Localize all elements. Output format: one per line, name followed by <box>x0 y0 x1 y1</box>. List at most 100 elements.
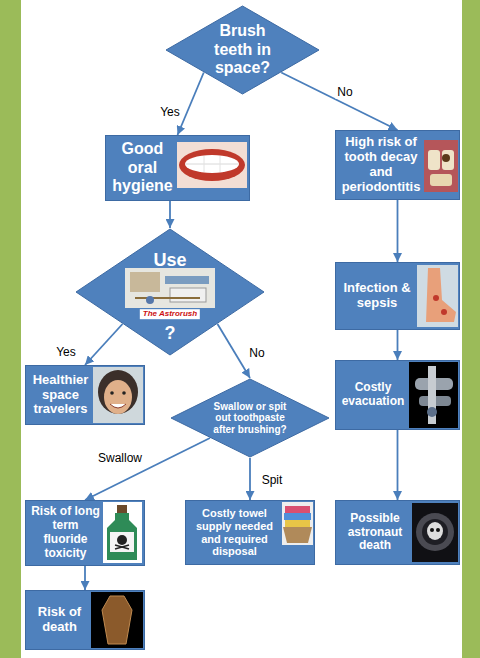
coffin-picture <box>102 596 132 644</box>
process-box: High risk of tooth decay and periodontit… <box>335 130 460 200</box>
tooth-decay-picture <box>428 150 440 170</box>
towel-basket-picture <box>285 506 310 513</box>
flow-arrow <box>85 438 210 500</box>
node-text: Swallow or spit out toothpaste after bru… <box>208 401 292 436</box>
text-group: Infection & sepsis <box>339 281 415 311</box>
process-box: Costly evacuation <box>335 360 460 430</box>
towel-basket-picture <box>283 527 312 543</box>
text-group: Good oral hygiene <box>110 140 175 195</box>
space-station-picture <box>427 407 437 417</box>
diamond-outline <box>166 6 319 94</box>
poison-bottle-picture <box>103 502 142 563</box>
helmet-skull-picture <box>412 503 458 562</box>
flow-arrow <box>397 430 399 500</box>
astronaut-face-picture <box>110 404 126 408</box>
node-text: Costly towel supply needed and required … <box>189 507 280 558</box>
poison-bottle-picture <box>110 532 134 552</box>
flow-arrow <box>85 324 123 365</box>
helmet-skull-picture <box>416 513 454 551</box>
node-text: High risk of tooth decay and periodontit… <box>339 135 423 195</box>
poison-bottle-picture <box>115 545 129 549</box>
astronaut-face-picture <box>93 367 143 423</box>
node-text: Good oral hygiene <box>110 140 175 195</box>
towel-basket-picture <box>282 502 313 545</box>
astrorush-picture <box>125 268 215 308</box>
space-station-picture <box>409 362 458 428</box>
flow-arrow <box>169 201 171 228</box>
astrorush-picture <box>135 297 200 299</box>
node-text: ? <box>125 323 215 344</box>
infection-picture <box>433 295 439 301</box>
teeth-picture <box>186 164 238 165</box>
poison-bottle-picture <box>115 545 129 549</box>
teeth-picture <box>177 142 247 188</box>
diamond-outline <box>76 229 264 355</box>
text-group: Use? <box>125 228 215 356</box>
diamond-outline <box>171 379 329 457</box>
edge-label: Swallow <box>96 451 144 465</box>
teeth-picture <box>177 142 247 188</box>
infection-picture <box>417 265 458 327</box>
node-text: Brush teeth in space? <box>200 22 285 77</box>
astronaut-face-picture <box>110 391 114 395</box>
tooth-decay-picture <box>424 140 458 192</box>
flow-arrow <box>249 458 251 500</box>
helmet-skull-picture <box>436 528 440 532</box>
process-box: Risk of long term fluoride toxicity <box>25 500 145 566</box>
flow-arrow <box>397 200 399 262</box>
flow-arrow <box>178 73 204 136</box>
node-text: Healthier space travelers <box>29 373 92 418</box>
teeth-picture <box>185 155 239 173</box>
text-group: Healthier space travelers <box>29 373 92 418</box>
space-station-picture <box>409 362 458 428</box>
process-box: Risk of death <box>25 590 145 650</box>
helmet-skull-picture <box>430 528 434 532</box>
teeth-picture <box>204 156 205 172</box>
edge-label: Yes <box>54 345 78 359</box>
edge-label: No <box>247 346 266 360</box>
tooth-decay-picture <box>442 154 450 162</box>
node-text: Risk of long term fluoride toxicity <box>29 505 102 560</box>
coffin-picture <box>91 592 143 648</box>
tooth-decay-picture <box>430 174 452 186</box>
flow-arrow <box>218 324 251 378</box>
decision-diamond: Brush teeth in space? <box>165 5 320 95</box>
towel-basket-picture <box>282 502 313 545</box>
text-group: Swallow or spit out toothpaste after bru… <box>208 401 292 436</box>
teeth-picture <box>220 156 221 172</box>
node-text: Infection & sepsis <box>339 281 415 311</box>
text-group: Risk of long term fluoride toxicity <box>29 505 102 560</box>
infection-picture <box>426 268 456 322</box>
decision-diamond: Swallow or spit out toothpaste after bru… <box>170 378 330 458</box>
flow-arrow <box>84 566 86 590</box>
process-box: Good oral hygiene <box>105 135 250 201</box>
astronaut-face-picture <box>98 370 138 414</box>
text-group: Risk of death <box>29 605 90 635</box>
space-station-picture <box>419 396 451 406</box>
coffin-picture <box>91 592 143 648</box>
astrorush-picture <box>125 268 215 308</box>
space-station-picture <box>415 378 453 390</box>
space-station-picture <box>428 366 436 424</box>
infection-picture <box>417 265 458 327</box>
astrorush-picture <box>165 276 209 284</box>
astronaut-face-picture <box>104 380 132 414</box>
flow-arrow <box>281 73 397 131</box>
node-text: Risk of death <box>29 605 90 635</box>
node-text: Costly evacuation <box>339 381 407 409</box>
edge-label: No <box>335 85 354 99</box>
text-group: Costly towel supply needed and required … <box>189 507 280 558</box>
astrorush-picture <box>170 288 206 302</box>
poison-bottle-picture <box>117 505 127 513</box>
astrorush-picture <box>130 272 160 292</box>
process-box: Costly towel supply needed and required … <box>185 500 315 565</box>
edge-label: Yes <box>158 105 182 119</box>
text-group: Costly evacuation <box>339 381 407 409</box>
poison-bottle-picture <box>103 502 142 563</box>
text-group: Possible astronaut death <box>339 512 411 553</box>
towel-basket-picture <box>285 520 310 527</box>
tooth-decay-picture <box>442 150 454 170</box>
helmet-skull-picture <box>412 503 458 562</box>
